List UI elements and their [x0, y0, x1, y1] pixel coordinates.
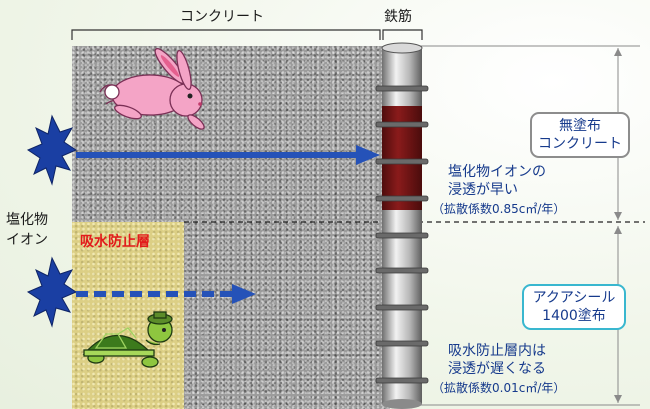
lower-note-line1: 吸水防止層内は: [448, 343, 546, 359]
rebar-label: 鉄筋: [384, 9, 412, 25]
slow-penetration-arrow: [76, 284, 256, 304]
rebar: [375, 42, 429, 409]
turtle-icon: [82, 311, 173, 368]
chloride-burst-icon: [26, 256, 78, 328]
concrete-bracket: [71, 29, 381, 40]
upper-note-line3: （拡散係数0.85c㎡/年）: [432, 202, 566, 216]
concrete-label: コンクリート: [180, 9, 264, 25]
lower-note-line2: 浸透が遅くなる: [448, 361, 546, 377]
upper-note-line1: 塩化物イオンの: [448, 164, 546, 180]
fast-penetration-arrow: [76, 145, 380, 165]
untreated-concrete-box: 無塗布 コンクリート: [530, 112, 630, 158]
lower-note-line3: （拡散係数0.01c㎡/年）: [432, 381, 566, 395]
untreated-box-line2: コンクリート: [538, 136, 622, 152]
aquaseal-box-line1: アクアシール: [532, 290, 616, 306]
waterproof-layer-region: [72, 222, 184, 409]
waterproof-layer-label: 吸水防止層: [80, 234, 150, 250]
aquaseal-box: アクアシール 1400塗布: [522, 284, 626, 330]
untreated-box-line1: 無塗布: [559, 118, 601, 134]
chloride-label-line2: イオン: [6, 232, 48, 248]
aquaseal-box-line2: 1400塗布: [542, 308, 606, 324]
rabbit-icon: [99, 48, 205, 130]
chloride-burst-icon: [26, 114, 78, 186]
chloride-label-line1: 塩化物: [6, 212, 48, 228]
rebar-bracket: [382, 29, 423, 40]
upper-note-line2: 浸透が早い: [448, 182, 518, 198]
